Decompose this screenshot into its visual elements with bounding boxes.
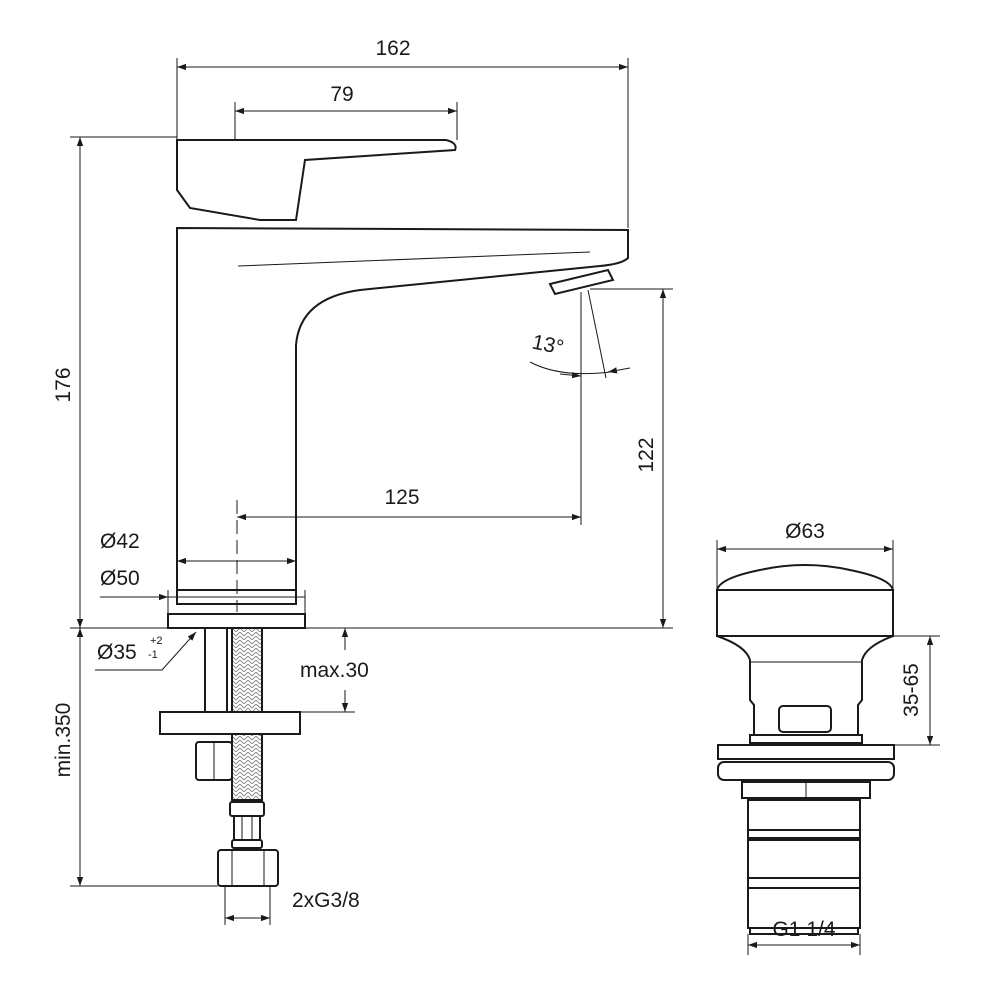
- hole-tolerance-minus: -1: [148, 649, 158, 661]
- aerator: [548, 268, 615, 296]
- waste-dimension-lines: [716, 540, 940, 955]
- dim-spout-angle: 13°: [530, 330, 566, 359]
- dim-waste-deck-range: 35-65: [900, 663, 923, 717]
- dim-base-diameter: Ø50: [100, 567, 140, 590]
- dim-min-hose-length: min.350: [52, 703, 75, 778]
- dim-overall-height: 176: [52, 367, 75, 402]
- mounting-assembly: [159, 627, 301, 887]
- dim-connection: 2xG3/8: [292, 889, 360, 912]
- dimension-lines: [70, 58, 673, 925]
- dim-spout-reach: 125: [384, 486, 419, 509]
- dim-hole-diameter: Ø35: [97, 641, 137, 664]
- popup-waste: [715, 564, 895, 935]
- faucet-body: [176, 226, 629, 591]
- dim-handle-length: 79: [330, 83, 353, 106]
- dim-overall-length: 162: [375, 37, 410, 60]
- base-plate: [167, 613, 306, 629]
- faucet-handle: [176, 139, 457, 221]
- dim-waste-thread: G1 1/4: [772, 918, 835, 941]
- hole-tolerance-plus: +2: [150, 635, 163, 647]
- dim-body-diameter: Ø42: [100, 530, 140, 553]
- hex-connector: [217, 849, 279, 887]
- dim-max-deck-thickness: max.30: [300, 659, 369, 682]
- dim-spout-height: 122: [635, 437, 658, 472]
- dim-waste-cap-diameter: Ø63: [785, 520, 825, 543]
